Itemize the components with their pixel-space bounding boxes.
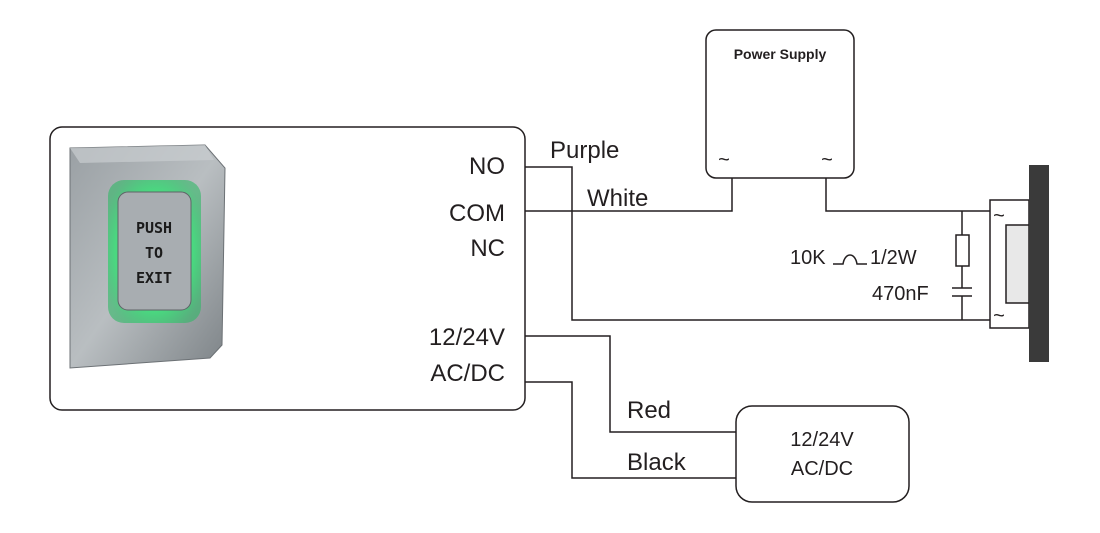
- electric-strike-lock: [989, 165, 1049, 362]
- small-psu-box: [735, 405, 910, 503]
- terminal-com: COM: [449, 200, 505, 227]
- suppressor-circuit: [952, 211, 990, 321]
- wire-label-black: Black: [627, 449, 687, 476]
- small-psu-type: AC/DC: [791, 458, 853, 480]
- door-frame: [1029, 165, 1049, 362]
- terminal-power-type: AC/DC: [430, 360, 505, 387]
- wire-label-purple: Purple: [550, 137, 619, 164]
- wire-label-white: White: [587, 185, 648, 212]
- wire-supply-to-lock: [825, 178, 990, 212]
- lock-keeper: [1005, 224, 1030, 304]
- power-supply-title: Power Supply: [734, 46, 827, 62]
- terminal-power-voltage: 12/24V: [429, 324, 505, 351]
- power-supply-terminal-right: ~: [821, 149, 833, 171]
- varistor-label: 10K: [790, 247, 826, 269]
- lock-terminal-top: ~: [993, 205, 1005, 227]
- power-supply-box: [705, 29, 855, 179]
- button-label-to: TO: [145, 244, 163, 262]
- wire-black: [525, 381, 736, 479]
- wire-label-red: Red: [627, 397, 671, 424]
- button-label-exit: EXIT: [136, 269, 172, 287]
- terminal-no: NO: [469, 153, 505, 180]
- lock-terminal-bottom: ~: [993, 305, 1005, 327]
- power-supply-terminal-left: ~: [718, 149, 730, 171]
- small-psu-voltage: 12/24V: [790, 429, 854, 451]
- capacitor-label: 470nF: [872, 283, 929, 305]
- button-label-push: PUSH: [136, 219, 172, 237]
- wire-red: [525, 335, 736, 433]
- terminal-nc: NC: [470, 235, 505, 262]
- resistor-symbol: [955, 234, 970, 267]
- push-to-exit-button: PUSH TO EXIT: [69, 144, 226, 369]
- wire-white: [525, 178, 733, 212]
- rating-label: 1/2W: [870, 247, 917, 269]
- wire-purple: [525, 166, 962, 321]
- fuse-symbol: [833, 254, 867, 265]
